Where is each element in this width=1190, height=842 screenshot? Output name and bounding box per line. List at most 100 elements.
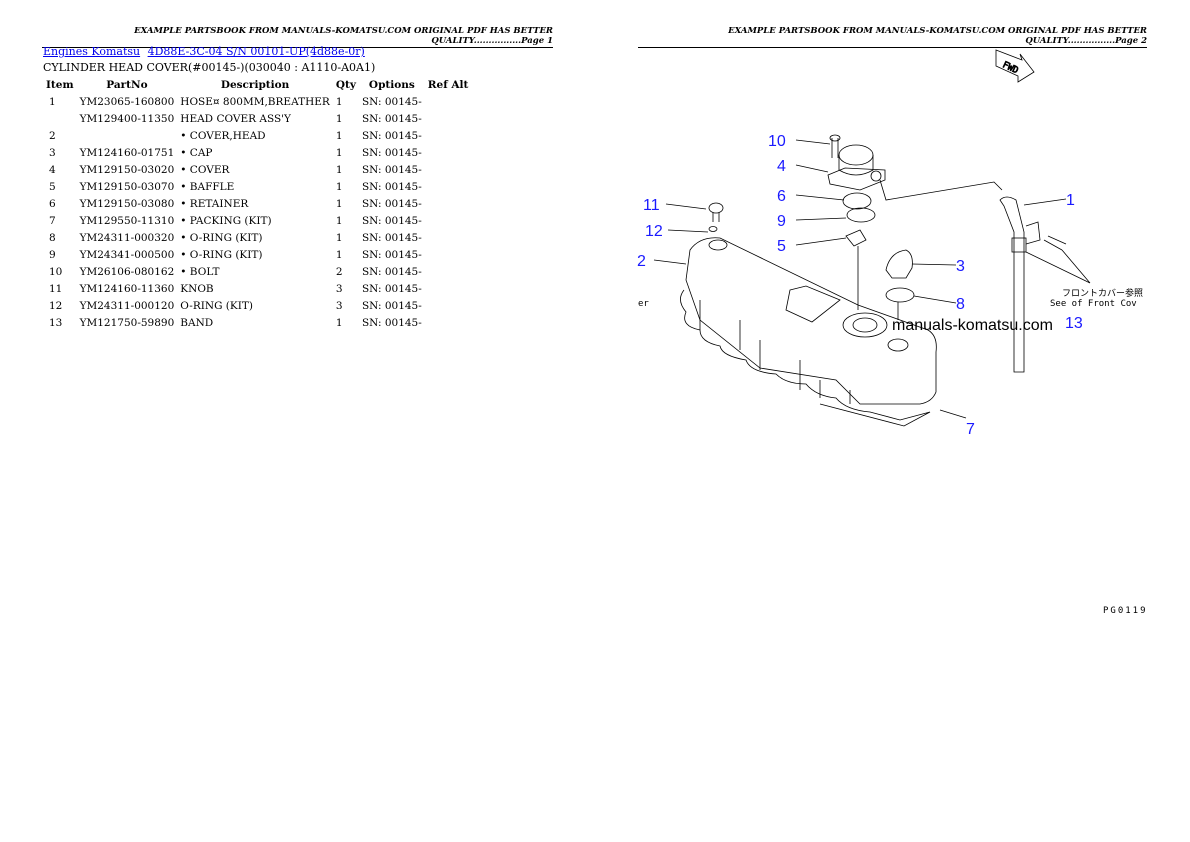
- cell-description: • BOLT: [180, 265, 220, 278]
- cell-quantity: 3: [335, 282, 343, 295]
- callout-12: 12: [645, 223, 663, 240]
- cell-refalt: [425, 144, 472, 161]
- breadcrumb-engines-komatsu[interactable]: Engines Komatsu: [43, 45, 141, 58]
- cell-options: SN: 00145-: [361, 316, 422, 329]
- cell-item: 9: [49, 248, 56, 261]
- cell-item: 4: [49, 163, 56, 176]
- breather-hose-drawing: [879, 179, 1091, 373]
- cropped-label-fragment: er: [638, 299, 649, 309]
- cell-refalt: [425, 178, 472, 195]
- cell-part-number: YM23065-160800: [79, 95, 175, 108]
- cell-options: SN: 00145-: [361, 95, 422, 108]
- cell-item: 7: [49, 214, 56, 227]
- cell-refalt: [425, 110, 472, 127]
- callout-1: 1: [1066, 192, 1075, 209]
- table-row: 8 YM24311-000320 • O-RING (KIT) 1 SN: 00145-: [43, 229, 471, 246]
- section-title: CYLINDER HEAD COVER(#00145-)(030040 : A1…: [43, 61, 376, 74]
- note-english: See of Front Cov: [1050, 299, 1137, 309]
- cell-part-number: YM129150-03080: [79, 197, 175, 210]
- oil-cap-drawing: [885, 249, 915, 320]
- cell-item: 11: [49, 282, 63, 295]
- cell-description: • PACKING (KIT): [180, 214, 272, 227]
- callout-2: 2: [637, 253, 646, 270]
- cell-item: 5: [49, 180, 56, 193]
- cell-description: • CAP: [180, 146, 213, 159]
- table-row: YM129400-11350 HEAD COVER ASS'Y 1 SN: 00145…: [43, 110, 471, 127]
- col-description: Description: [220, 78, 290, 91]
- cell-refalt: [425, 280, 472, 297]
- cell-refalt: [425, 263, 472, 280]
- cell-item: 6: [49, 197, 56, 210]
- callout-7: 7: [966, 421, 975, 438]
- cell-quantity: 1: [335, 163, 343, 176]
- cell-options: SN: 00145-: [361, 231, 422, 244]
- cell-description: • COVER: [180, 163, 230, 176]
- col-partno: PartNo: [106, 78, 148, 91]
- cell-quantity: 1: [335, 129, 343, 142]
- cell-item: 12: [49, 299, 63, 312]
- table-row: 6 YM129150-03080 • RETAINER 1 SN: 00145-: [43, 195, 471, 212]
- callout-13: 13: [1065, 315, 1083, 332]
- svg-text:FWD: FWD: [1001, 60, 1020, 76]
- cell-refalt: [425, 127, 472, 144]
- cell-description: • COVER,HEAD: [180, 129, 266, 142]
- cell-part-number: YM26106-080162: [79, 265, 175, 278]
- cell-quantity: 1: [335, 248, 343, 261]
- callout-10: 10: [768, 133, 786, 150]
- breadcrumb-model[interactable]: 4D88E-3C-04 S/N 00101-UP(4d88e-0r): [147, 45, 365, 58]
- note-japanese: フロントカバー参照: [1062, 287, 1143, 299]
- col-item: Item: [46, 78, 74, 91]
- callout-3: 3: [956, 258, 965, 275]
- cell-item: 13: [49, 316, 63, 329]
- cell-description: • RETAINER: [180, 197, 249, 210]
- cell-refalt: [425, 212, 472, 229]
- cell-quantity: 1: [335, 95, 343, 108]
- cell-options: SN: 00145-: [361, 214, 422, 227]
- leader-lines: [653, 139, 1067, 419]
- cell-options: SN: 00145-: [361, 146, 422, 159]
- cell-refalt: [425, 297, 472, 314]
- table-header: Item PartNo Description Qty Options Ref …: [43, 76, 471, 93]
- page1-header: EXAMPLE PARTSBOOK FROM MANUALS-KOMATSU.C…: [42, 26, 553, 48]
- cell-part-number: YM24311-000320: [79, 231, 175, 244]
- cell-options: SN: 00145-: [361, 282, 422, 295]
- cell-description: BAND: [180, 316, 214, 329]
- callout-8: 8: [956, 296, 965, 313]
- callout-11: 11: [643, 197, 660, 214]
- callout-4: 4: [777, 158, 786, 175]
- cell-options: SN: 00145-: [361, 197, 422, 210]
- cell-part-number: YM124160-01751: [79, 146, 175, 159]
- cell-refalt: [425, 229, 472, 246]
- cell-description: • O-RING (KIT): [180, 231, 263, 244]
- cell-description: HEAD COVER ASS'Y: [180, 112, 291, 125]
- cell-part-number: YM124160-11360: [79, 282, 175, 295]
- col-refalt: Ref Alt: [427, 78, 469, 91]
- fwd-arrow-icon: FWD: [995, 49, 1035, 83]
- cell-item: 3: [49, 146, 56, 159]
- cell-options: SN: 00145-: [361, 163, 422, 176]
- cell-part-number: YM129150-03020: [79, 163, 175, 176]
- callout-5: 5: [777, 238, 786, 255]
- cell-options: SN: 00145-: [361, 112, 422, 125]
- cell-quantity: 1: [335, 197, 343, 210]
- page2-header: EXAMPLE PARTSBOOK FROM MANUALS-KOMATSU.C…: [638, 26, 1147, 48]
- table-row: 4 YM129150-03020 • COVER 1 SN: 00145-: [43, 161, 471, 178]
- cell-quantity: 1: [335, 231, 343, 244]
- cell-part-number: YM121750-59890: [79, 316, 175, 329]
- cell-quantity: 1: [335, 316, 343, 329]
- callouts: 10 4 6 9 5 11 12 2 1 3 8 13 7: [637, 133, 1083, 438]
- cell-refalt: [425, 246, 472, 263]
- cell-part-number: YM129400-11350: [79, 112, 175, 125]
- cell-quantity: 1: [335, 112, 343, 125]
- cell-item: 8: [49, 231, 56, 244]
